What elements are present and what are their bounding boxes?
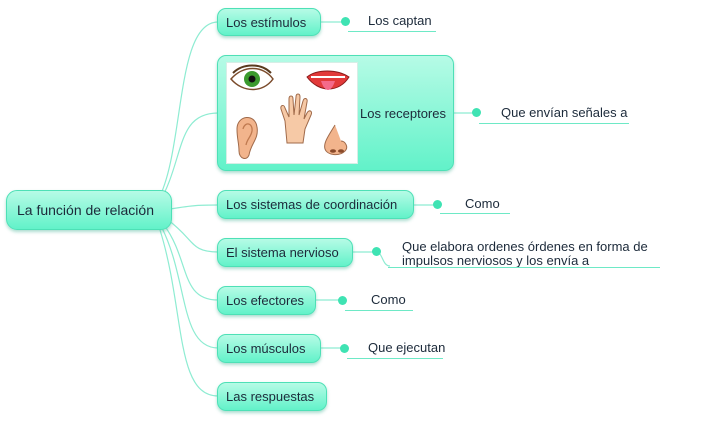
leaf-dot (341, 17, 350, 26)
node-sistema-nervioso[interactable]: El sistema nervioso (217, 238, 353, 267)
root-node[interactable]: La función de relación (6, 190, 172, 230)
leaf-que-ejecutan[interactable]: Que ejecutan (368, 341, 445, 355)
leaf-dot (433, 200, 442, 209)
leaf-que-envian-senales[interactable]: Que envían señales a (501, 106, 627, 120)
leaf-underline (479, 123, 629, 124)
leaf-dot (472, 108, 481, 117)
node-label: Los músculos (226, 341, 306, 356)
leaf-dot (340, 344, 349, 353)
node-los-estimulos[interactable]: Los estímulos (217, 8, 321, 36)
connector-root-receptores (157, 112, 219, 206)
connector-root-respuestas (159, 229, 219, 397)
node-label: Los sistemas de coordinación (226, 197, 398, 212)
node-label: Los receptores (360, 105, 446, 121)
leaf-text: Que ejecutan (368, 340, 446, 355)
leaf-dot (338, 296, 347, 305)
connector-root-nervioso (167, 219, 219, 253)
connector-root-musculos (161, 227, 219, 349)
leaf-como-1[interactable]: Como (465, 197, 500, 211)
sense-organs-image (226, 62, 358, 164)
leaf-underline (440, 213, 510, 214)
connector-root-estimulos (157, 21, 219, 201)
node-sistemas-coordinacion[interactable]: Los sistemas de coordinación (217, 190, 414, 219)
nose-icon (324, 124, 348, 156)
node-las-respuestas[interactable]: Las respuestas (217, 382, 327, 411)
node-los-receptores[interactable]: Los receptores (217, 55, 454, 171)
node-los-musculos[interactable]: Los músculos (217, 334, 321, 363)
leaf-text: Los captan (368, 13, 432, 28)
mouth-icon (306, 70, 350, 90)
leaf-dot (372, 247, 381, 256)
leaf-text: Como (371, 292, 406, 307)
leaf-los-captan[interactable]: Los captan (368, 14, 432, 28)
node-label: El sistema nervioso (226, 245, 339, 260)
node-label: Los estímulos (226, 14, 307, 30)
leaf-que-elabora-ordenes[interactable]: Que elabora ordenes órdenes en forma de … (402, 240, 648, 268)
connector-root-coordinacion (169, 204, 219, 210)
leaf-underline (345, 310, 413, 311)
root-label: La función de relación (17, 202, 154, 218)
node-label: Los efectores (226, 293, 305, 308)
node-los-efectores[interactable]: Los efectores (217, 286, 316, 315)
ear-icon (236, 117, 258, 159)
hand-icon (280, 93, 312, 144)
leaf-como-2[interactable]: Como (371, 293, 406, 307)
leaf-text-line-2: impulsos nerviosos y los envía a (402, 253, 590, 268)
leaf-underline (347, 358, 443, 359)
connector-nervioso-leaf (352, 251, 391, 267)
leaf-text: Como (465, 196, 500, 211)
leaf-underline (348, 31, 436, 32)
leaf-text: Que envían señales a (501, 105, 628, 120)
leaf-underline (388, 267, 660, 268)
connector-root-efectores (163, 224, 219, 301)
leaf-text-line-1: Que elabora ordenes órdenes en forma de (402, 239, 648, 254)
eye-icon (230, 64, 274, 91)
node-label: Las respuestas (226, 389, 315, 404)
